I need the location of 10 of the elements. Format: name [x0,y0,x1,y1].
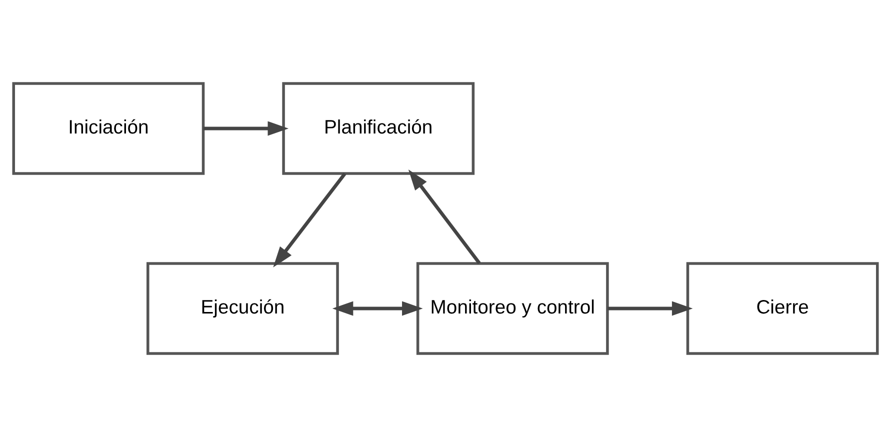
node-box: Monitoreo y control [416,262,609,355]
arrow [332,301,423,316]
arrow [273,172,346,268]
node-box: Ejecución [146,262,339,355]
node-box: Cierre [686,262,879,355]
arrow [608,301,693,316]
node-box: Planificación [282,82,475,175]
arrow [408,170,481,264]
node-box: Iniciación [12,82,205,175]
arrow [203,121,289,136]
